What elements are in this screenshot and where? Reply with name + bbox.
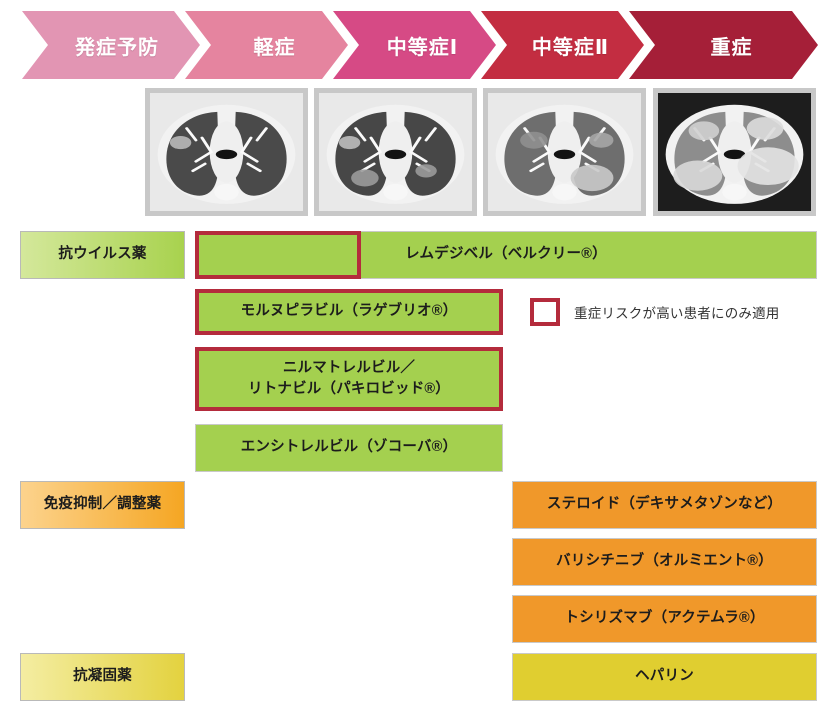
- ct-scan-severe: [653, 88, 816, 216]
- box-label: 抗凝固薬: [73, 668, 132, 685]
- box-label: エンシトレルビル（ゾコーバ®）: [240, 439, 458, 456]
- legend: 重症リスクが高い患者にのみ適用: [530, 297, 780, 327]
- box-label: 免疫抑制／調整薬: [43, 496, 162, 513]
- box-label: 抗ウイルス薬: [58, 246, 147, 263]
- drug-bar-baricitinib: バリシチニブ（オルミエント®）: [512, 538, 817, 586]
- ct-scan-row: [145, 88, 817, 216]
- box-label: ニルマトレルビル／リトナビル（パキロビッド®）: [248, 359, 450, 397]
- stage-arrow-3: 中等症Ⅰ: [333, 11, 496, 79]
- legend-swatch-icon: [530, 298, 560, 326]
- drug-bar-molnupiravir: モルヌピラビル（ラゲブリオ®）: [195, 289, 503, 335]
- box-label: レムデジベル（ベルクリー®）: [405, 246, 607, 263]
- box-label: ステロイド（デキサメタゾンなど）: [546, 496, 783, 513]
- stage-arrow-strip: 発症予防 軽症 中等症Ⅰ 中等症Ⅱ 重症: [0, 11, 840, 81]
- box-label: モルヌピラビル（ラゲブリオ®）: [240, 303, 458, 320]
- drug-bar-tocilizumab: トシリズマブ（アクテムラ®）: [512, 595, 817, 643]
- stage-arrow-5: 重症: [629, 11, 818, 79]
- drug-bar-ensitrelvir: エンシトレルビル（ゾコーバ®）: [195, 424, 503, 472]
- stage-label: 重症: [710, 36, 753, 59]
- stage-arrow-4: 中等症Ⅱ: [481, 11, 644, 79]
- drug-bar-heparin: ヘパリン: [512, 653, 817, 701]
- stage-arrow-1: 発症予防: [22, 11, 200, 79]
- category-chip-2: 免疫抑制／調整薬: [20, 481, 185, 529]
- ct-scan-mild: [145, 88, 308, 216]
- category-chip-1: 抗ウイルス薬: [20, 231, 185, 279]
- ct-scan-moderate-1: [314, 88, 477, 216]
- drug-bar-remdesivir-risk-marker: [195, 231, 361, 279]
- legend-label: 重症リスクが高い患者にのみ適用: [574, 306, 780, 321]
- stage-label: 中等症Ⅰ: [386, 36, 459, 59]
- drug-bar-nirmatrelvir-ritonavir: ニルマトレルビル／リトナビル（パキロビッド®）: [195, 347, 503, 411]
- ct-scan-moderate-2: [483, 88, 646, 216]
- category-chip-3: 抗凝固薬: [20, 653, 185, 701]
- box-label: ヘパリン: [635, 668, 694, 685]
- drug-bar-steroid: ステロイド（デキサメタゾンなど）: [512, 481, 817, 529]
- box-label: トシリズマブ（アクテムラ®）: [564, 610, 765, 627]
- stage-label: 中等症Ⅱ: [531, 36, 610, 59]
- box-label: バリシチニブ（オルミエント®）: [556, 553, 773, 570]
- stage-arrow-2: 軽症: [185, 11, 348, 79]
- stage-label: 発症予防: [75, 36, 159, 59]
- stage-label: 軽症: [253, 36, 296, 59]
